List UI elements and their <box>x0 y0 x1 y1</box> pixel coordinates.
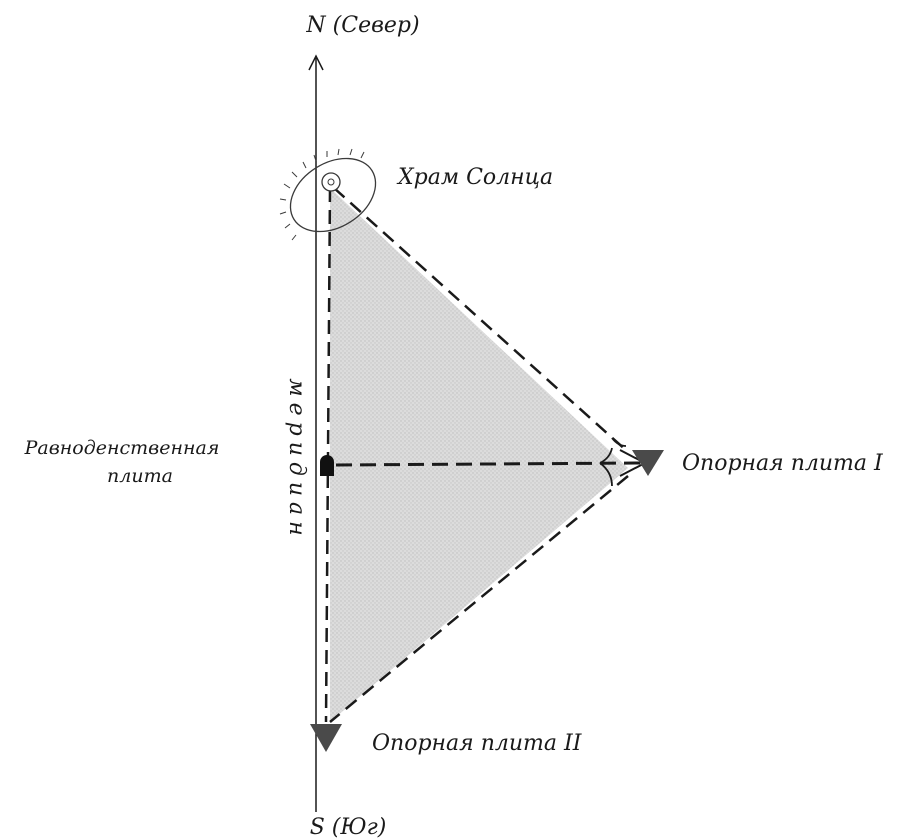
support-plate-1-marker <box>632 450 664 476</box>
meridian-label: меридиан <box>284 378 309 541</box>
south-label: S (Юг) <box>310 815 387 840</box>
sun-temple-label: Храм Солнца <box>396 165 553 190</box>
equinox-plate-label-line1: Равноденственная <box>24 437 220 459</box>
equinox-plate-marker <box>320 455 334 476</box>
dashed-edge-equinox-to-plate1 <box>335 461 641 467</box>
angle-mark-bottom-icon <box>599 462 613 487</box>
support-plate-1-label: Опорная плита I <box>682 451 884 476</box>
north-label: N (Север) <box>305 13 419 38</box>
support-plate-2-label: Опорная плита II <box>372 731 583 756</box>
shaded-triangle <box>330 188 628 722</box>
equinox-plate-label-line2: плита <box>107 465 173 487</box>
north-arrow-icon <box>308 54 324 71</box>
support-plate-2-marker <box>310 724 342 752</box>
angle-mark-lower-icon <box>599 447 613 464</box>
sun-temple-icon <box>279 148 377 241</box>
dashed-edge-temple-to-plate2 <box>324 187 332 723</box>
angle-mark-upper-icon <box>611 437 627 447</box>
